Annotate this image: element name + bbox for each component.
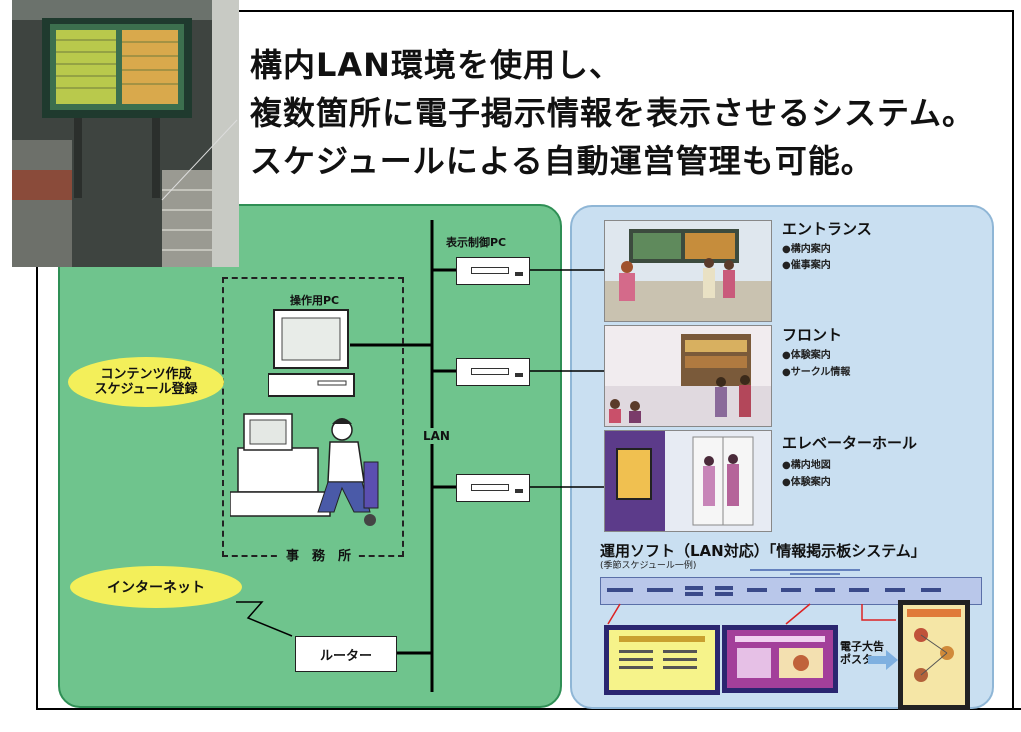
frame-right-line (1012, 10, 1014, 710)
router-box: ルーター (295, 636, 397, 672)
contents-label-2: スケジュール登録 (94, 382, 198, 397)
category-elevator-title: エレベーターホール (782, 434, 918, 452)
operation-pc-label: 操作用PC (290, 294, 340, 307)
poster-label-1: 電子大告 (840, 640, 884, 653)
computer-icon (268, 309, 355, 397)
purple-screen (722, 625, 838, 693)
signage-photo (12, 0, 239, 267)
server-icon (456, 358, 530, 386)
category-entrance-item: ●催事案内 (782, 260, 831, 271)
router-label: ルーター (319, 648, 372, 664)
software-title: 運用ソフト（LAN対応）「情報掲示板システム」 (600, 542, 926, 560)
arrow-right-icon (868, 650, 898, 670)
server-icon (456, 474, 530, 502)
server-icon (456, 257, 530, 285)
internet-label: インターネット (107, 580, 205, 596)
elevator-scene (604, 430, 772, 532)
entrance-scene (604, 220, 772, 322)
category-elevator-item: ●体験案内 (782, 477, 831, 488)
contents-label-1: コンテンツ作成 (100, 367, 192, 382)
category-front-title: フロント (782, 326, 843, 344)
category-elevator-item: ●構内地図 (782, 460, 831, 471)
front-scene (604, 325, 772, 427)
frame-top-line (238, 10, 1014, 12)
software-subtitle: (季節スケジュール一例) (600, 561, 697, 571)
category-entrance-title: エントランス (782, 220, 872, 238)
heading-line-2: 複数箇所に電子掲示情報を表示させるシステム。 (250, 94, 976, 132)
category-front-item: ●サークル情報 (782, 367, 851, 378)
heading-line-1: 構内LAN環境を使用し、 (250, 46, 622, 84)
contents-ellipse: コンテンツ作成 スケジュール登録 (68, 357, 224, 407)
yellow-screen (604, 625, 720, 695)
schedule-timeline-bar (600, 577, 982, 605)
schedule-arrows (607, 569, 896, 625)
lan-label: LAN (421, 428, 452, 444)
display-pc-label: 表示制御PC (446, 236, 507, 249)
category-entrance-item: ●構内案内 (782, 244, 831, 255)
category-front-item: ●体験案内 (782, 350, 831, 361)
poster-screen (898, 600, 970, 710)
person-icon (230, 413, 379, 526)
internet-ellipse: インターネット (70, 566, 242, 608)
heading-line-3: スケジュールによる自動運営管理も可能。 (250, 142, 874, 180)
frame-bottom-line (36, 708, 1021, 710)
office-label: 事 務 所 (280, 545, 358, 564)
frame-left-line (36, 90, 38, 710)
